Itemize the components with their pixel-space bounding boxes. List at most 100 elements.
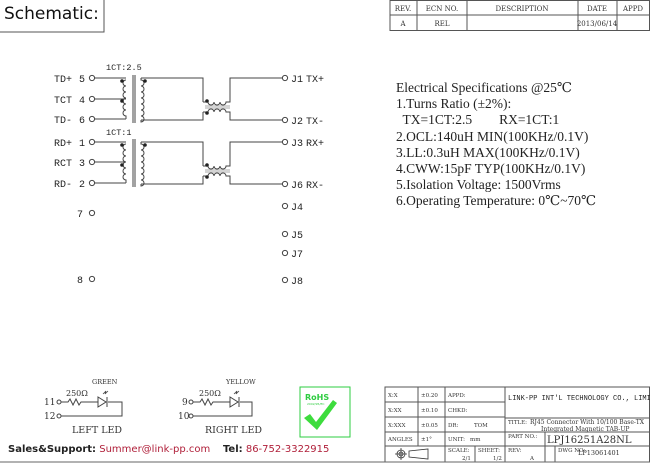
footer: Sales&Support: Summer@link-pp.com Tel: 8… [8, 444, 329, 455]
jack-signal: TX+ [306, 75, 324, 86]
rx-ratio: 1CT:1 [106, 128, 132, 138]
spec-line: 1.Turns Ratio (±2%): [396, 96, 512, 112]
ecn-value: REL [434, 20, 449, 28]
svg-text:2002/95/EC: 2002/95/EC [307, 402, 324, 406]
tolerance-value: ±1° [421, 437, 432, 443]
jack-signal: RX+ [306, 139, 324, 150]
pin-name: TD- [54, 116, 72, 127]
appd-label: APPD: [447, 393, 466, 399]
pin-name: TCT [54, 96, 72, 107]
dr-label: DR: [448, 423, 459, 429]
rohs-logo: RoHS 2002/95/EC [299, 386, 351, 438]
led-diode-icon [229, 396, 240, 408]
description-header: DESCRIPTION [496, 5, 549, 13]
pin-name: RCT [54, 159, 72, 170]
jack-pin: J7 [291, 250, 303, 261]
led-label: RIGHT LED [205, 425, 262, 436]
led-diode-icon [97, 396, 108, 408]
jack-pin: J8 [291, 277, 303, 288]
pin-number: 2 [79, 180, 85, 191]
svg-text:RoHS: RoHS [305, 393, 329, 402]
title-box [0, 0, 105, 33]
drawing-title: RJ45 Connector With 10/100 Base-TX [530, 419, 645, 426]
jack-pin: J6 [291, 181, 303, 192]
date-value: 2013/06/14 [577, 20, 618, 28]
jack-pin: J1 [291, 75, 303, 86]
spec-line: TX=1CT:2.5 RX=1CT:1 [396, 112, 560, 128]
pin-number: 7 [77, 210, 83, 221]
date-header: DATE [587, 5, 607, 13]
sheet-label: SHEET: [478, 448, 500, 454]
tolerance-value: ±0.05 [421, 423, 438, 429]
dwg-number: LP13061401 [578, 449, 620, 457]
pin-name: RD+ [54, 139, 72, 150]
rx-circuit [95, 139, 283, 187]
tx-primary-coil [122, 79, 127, 119]
support-email[interactable]: Summer@link-pp.com [99, 444, 211, 455]
jack-pin: J2 [291, 117, 303, 128]
spec-line: 3.LL:0.3uH MAX(100KHz/0.1V) [396, 144, 580, 160]
tolerance-label: ANGLES [387, 437, 413, 443]
rev-value: A [399, 20, 406, 28]
dwg-label: DWG NO: [558, 448, 586, 454]
jack-pin: J5 [291, 231, 303, 242]
tolerance-label: X:X [388, 393, 398, 399]
pin-number: 11 [44, 398, 55, 408]
checkmark-icon [304, 400, 337, 430]
drawn-by: TOM [474, 423, 488, 429]
unit-label: UNIT: [448, 437, 465, 443]
polarity-dots [120, 79, 209, 179]
chkd-label: CHKD: [448, 408, 468, 414]
pin-number: 6 [79, 116, 85, 127]
spec-heading: Electrical Specifications @25℃ [396, 80, 572, 95]
jack-pin: J4 [291, 203, 303, 214]
title-label: TITLE: [508, 420, 527, 426]
support-phone: 86-752-3322915 [245, 444, 330, 455]
page-title: Schematic: [4, 4, 99, 24]
rev-label: REV: [508, 448, 522, 454]
tx-core [132, 75, 136, 123]
tolerance-value: ±0.10 [421, 408, 438, 414]
rx-secondary-coil [140, 142, 145, 187]
resistor-value: 250Ω [199, 389, 221, 398]
tel-label: Tel: [222, 444, 243, 455]
tx-ratio: 1CT:2.5 [106, 63, 142, 73]
support-label: Sales&Support: [8, 444, 97, 455]
sheet-value: 1/2 [493, 456, 502, 462]
pin-number: 1 [79, 139, 85, 150]
spec-line: 5.Isolation Voltage: 1500Vrms [396, 177, 561, 193]
left-led-circuit [56, 390, 123, 419]
rev-header: REV. [395, 5, 411, 13]
spec-line: 4.CWW:15pF TYP(100KHz/0.1V) [396, 161, 586, 177]
rx-choke-top [203, 141, 283, 170]
pin-name: RD- [54, 180, 72, 191]
rx-primary-coil [122, 143, 127, 183]
pin-number: 4 [79, 96, 85, 107]
appd-header: APPD [622, 5, 643, 13]
projection-symbol-icon [395, 448, 429, 460]
tx-choke-top [203, 77, 283, 106]
pin-number: 3 [79, 159, 85, 170]
spec-line: 6.Operating Temperature: 0℃~70℃ [396, 193, 597, 209]
pin-number: 10 [178, 412, 190, 422]
company-name: LINK-PP INT'L TECHNOLOGY CO., LIMITED [508, 395, 650, 403]
part-label: PART NO.: [508, 434, 537, 440]
drawing-subtitle: Integrated Magnetic TAB-UP [541, 426, 629, 433]
led-label: LEFT LED [72, 425, 122, 436]
pin-number: 12 [44, 412, 55, 422]
rx-choke-bottom [203, 172, 283, 185]
spec-line: 2.OCL:140uH MIN(100KHz/0.1V) [396, 128, 589, 144]
part-number: LPJ16251A28NL [547, 435, 632, 446]
pin-number: 9 [182, 398, 188, 408]
unit-value: mm [470, 437, 481, 443]
tolerance-label: X:XX [388, 408, 402, 414]
right-led-circuit [188, 390, 253, 419]
pin-number: 8 [77, 276, 83, 287]
jack-signal: TX- [306, 117, 324, 128]
pin-name: TD+ [54, 75, 72, 86]
rx-core [132, 139, 136, 187]
tx-secondary-coil [140, 78, 145, 123]
pin-number: 5 [79, 75, 85, 86]
